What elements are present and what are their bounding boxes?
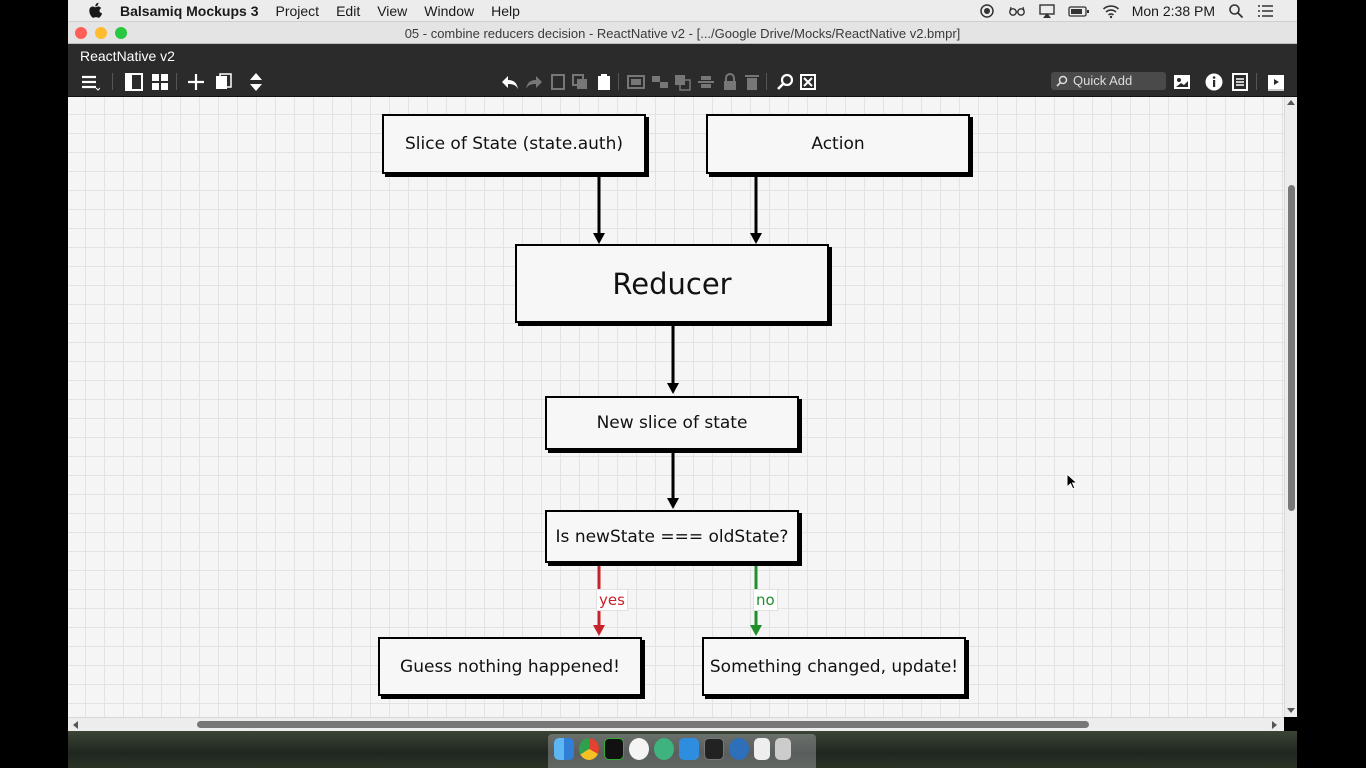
- battery-icon[interactable]: [1068, 3, 1090, 19]
- spotlight-search-icon[interactable]: [1227, 3, 1245, 19]
- horizontal-scroll-thumb[interactable]: [197, 721, 1089, 728]
- edge-label-yes[interactable]: yes: [596, 589, 628, 611]
- connector-layer: [593, 175, 762, 636]
- arrow-reducer-to-new-slice[interactable]: [667, 323, 679, 394]
- node-something-changed[interactable]: Something changed, update!: [702, 637, 966, 696]
- scroll-down-arrow-icon[interactable]: [1287, 708, 1295, 713]
- mockup-canvas[interactable]: Slice of State (state.auth) Action Reduc…: [68, 97, 1284, 717]
- bring-to-front-icon[interactable]: [672, 72, 692, 92]
- duplicate-icon[interactable]: [214, 72, 234, 92]
- arrow-action-to-reducer[interactable]: [750, 175, 762, 244]
- presentation-mode-icon[interactable]: [1266, 72, 1286, 92]
- copy-icon[interactable]: [570, 72, 590, 92]
- menu-edit[interactable]: Edit: [336, 3, 361, 19]
- node-label: New slice of state: [596, 413, 748, 433]
- close-search-icon[interactable]: [798, 72, 818, 92]
- quick-add-placeholder: Quick Add: [1073, 73, 1133, 88]
- scroll-up-arrow-icon[interactable]: [1287, 100, 1295, 105]
- xcode-icon[interactable]: [679, 738, 699, 760]
- notes-icon[interactable]: [1230, 72, 1250, 92]
- scroll-left-arrow-icon[interactable]: [73, 721, 78, 729]
- trash-icon[interactable]: [775, 738, 791, 760]
- scroll-right-arrow-icon[interactable]: [1272, 721, 1277, 729]
- menu-window[interactable]: Window: [424, 3, 475, 19]
- node-slice-of-state[interactable]: Slice of State (state.auth): [382, 114, 646, 174]
- find-icon[interactable]: [776, 72, 796, 92]
- record-icon[interactable]: [978, 3, 996, 19]
- chrome-icon[interactable]: [579, 738, 599, 760]
- edge-label-no[interactable]: no: [753, 589, 778, 611]
- paste-icon[interactable]: [594, 72, 614, 92]
- group-icon[interactable]: [626, 72, 646, 92]
- undo-icon[interactable]: [500, 72, 520, 92]
- node-label: Slice of State (state.auth): [404, 134, 623, 154]
- search-icon: [1056, 75, 1068, 87]
- window-title: 05 - combine reducers decision - ReactNa…: [404, 26, 961, 41]
- info-icon[interactable]: [1204, 72, 1224, 92]
- menu-help[interactable]: Help: [491, 3, 520, 19]
- menubar-clock[interactable]: Mon 2:38 PM: [1131, 3, 1215, 19]
- menu-bar: Balsamiq Mockups 3 Project Edit View Win…: [68, 0, 1297, 22]
- vertical-scroll-thumb[interactable]: [1288, 185, 1295, 511]
- add-icon[interactable]: [186, 72, 206, 92]
- glasses-icon[interactable]: [1008, 3, 1026, 19]
- node-new-slice-of-state[interactable]: New slice of state: [545, 396, 799, 450]
- project-title: ReactNative v2: [68, 44, 1297, 66]
- reorder-icon[interactable]: [246, 72, 266, 92]
- menu-view[interactable]: View: [377, 3, 408, 19]
- cut-icon[interactable]: [548, 72, 568, 92]
- delete-icon[interactable]: [742, 72, 762, 92]
- iterm-icon[interactable]: [604, 738, 624, 760]
- toolbar: Quick Add: [68, 66, 1297, 97]
- dock: [548, 734, 816, 768]
- align-icon[interactable]: [696, 72, 716, 92]
- minimize-window-button[interactable]: [95, 27, 107, 39]
- notification-center-icon[interactable]: [1257, 3, 1275, 19]
- mouse-cursor-icon: [1066, 473, 1078, 490]
- menu-project[interactable]: Project: [275, 3, 320, 19]
- node-decision[interactable]: Is newState === oldState?: [545, 510, 799, 563]
- hamburger-menu-icon[interactable]: [80, 72, 100, 92]
- airplay-icon[interactable]: [1038, 3, 1056, 19]
- quick-add-input[interactable]: Quick Add: [1051, 72, 1166, 90]
- apple-menu-icon[interactable]: [88, 2, 102, 19]
- arrow-slice-to-reducer[interactable]: [593, 175, 605, 244]
- node-label: Action: [811, 134, 865, 154]
- safari-icon[interactable]: [654, 738, 674, 760]
- window-title-bar: 05 - combine reducers decision - ReactNa…: [68, 22, 1297, 44]
- finder-icon[interactable]: [554, 738, 574, 760]
- zoom-window-button[interactable]: [115, 27, 127, 39]
- wifi-icon[interactable]: [1102, 3, 1120, 19]
- vertical-scrollbar[interactable]: [1284, 97, 1297, 717]
- close-window-button[interactable]: [75, 27, 87, 39]
- media-icon[interactable]: [1172, 72, 1192, 92]
- node-label: Reducer: [612, 266, 732, 301]
- ungroup-icon[interactable]: [650, 72, 670, 92]
- node-label: Something changed, update!: [709, 656, 959, 677]
- terminal-icon[interactable]: [704, 738, 724, 760]
- horizontal-scrollbar[interactable]: [68, 717, 1284, 731]
- app-name-menu[interactable]: Balsamiq Mockups 3: [120, 3, 259, 19]
- node-label: Is newState === oldState?: [555, 526, 789, 547]
- node-label: Guess nothing happened!: [400, 656, 620, 677]
- grid-view-icon[interactable]: [150, 72, 170, 92]
- node-action[interactable]: Action: [706, 114, 970, 174]
- messages-icon[interactable]: [629, 738, 649, 760]
- documents-icon[interactable]: [754, 738, 770, 760]
- network-icon[interactable]: [729, 738, 749, 760]
- redo-icon[interactable]: [524, 72, 544, 92]
- arrow-new-slice-to-decision[interactable]: [667, 450, 679, 509]
- node-reducer[interactable]: Reducer: [515, 244, 829, 323]
- node-nothing-happened[interactable]: Guess nothing happened!: [378, 637, 642, 696]
- lock-icon[interactable]: [720, 72, 740, 92]
- toggle-sidebar-icon[interactable]: [124, 72, 144, 92]
